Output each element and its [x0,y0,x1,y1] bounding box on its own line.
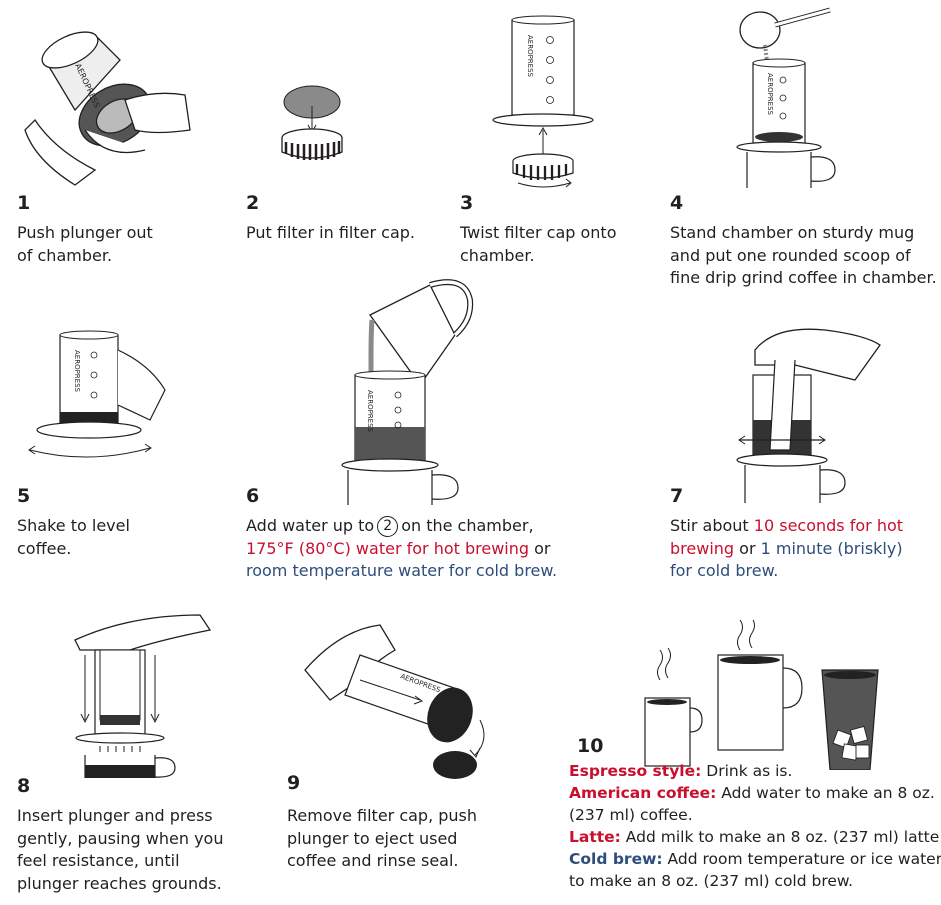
step-2-text: Put filter in filter cap. [246,223,415,242]
step-7-text: Stir about 10 seconds for hot brewing or… [670,516,904,580]
stir-paddle-illustration [736,328,881,503]
step-number-1: 1 [17,192,31,214]
shake-chamber-illustration: AEROPRESS [28,330,166,458]
step-number-4: 4 [670,192,684,214]
chamber-mark-circle: 2 [377,516,399,537]
american-line-2: (237 ml) coffee. [569,806,693,824]
step-number-9: 9 [287,772,301,794]
cold-brew-line: Cold brew: Add room temperature or ice w… [569,850,941,868]
svg-text:AEROPRESS: AEROPRESS [366,390,374,433]
step-number-10: 10 [577,735,604,757]
step-number-8: 8 [17,775,31,797]
svg-text:AEROPRESS: AEROPRESS [526,35,534,78]
espresso-line: Espresso style: Drink as is. [569,762,793,780]
step-number-3: 3 [460,192,474,214]
step-number-7: 7 [670,485,684,507]
eject-puck-illustration: AEROPRESS [304,624,485,779]
step-number-5: 5 [17,485,31,507]
cold-brew-line-2: to make an 8 oz. (237 ml) cold brew. [569,872,854,890]
latte-line: Latte: Add milk to make an 8 oz. (237 ml… [569,828,941,846]
plunger-push-illustration: AEROPRESS [24,31,191,186]
twist-cap-illustration: AEROPRESS [492,15,594,188]
serving-cups-illustration [644,620,879,770]
step-number-6: 6 [246,485,260,507]
step-number-2: 2 [246,192,260,214]
scoop-coffee-illustration: AEROPRESS [736,7,836,188]
step-10-text: Espresso style: Drink as is. American co… [569,760,941,892]
pour-water-illustration: AEROPRESS [341,279,474,505]
filter-cap-illustration [281,85,343,160]
press-plunger-illustration [74,614,212,778]
svg-text:AEROPRESS: AEROPRESS [766,73,774,116]
american-line: American coffee: Add water to make an 8 … [569,784,935,802]
svg-text:AEROPRESS: AEROPRESS [73,350,81,393]
